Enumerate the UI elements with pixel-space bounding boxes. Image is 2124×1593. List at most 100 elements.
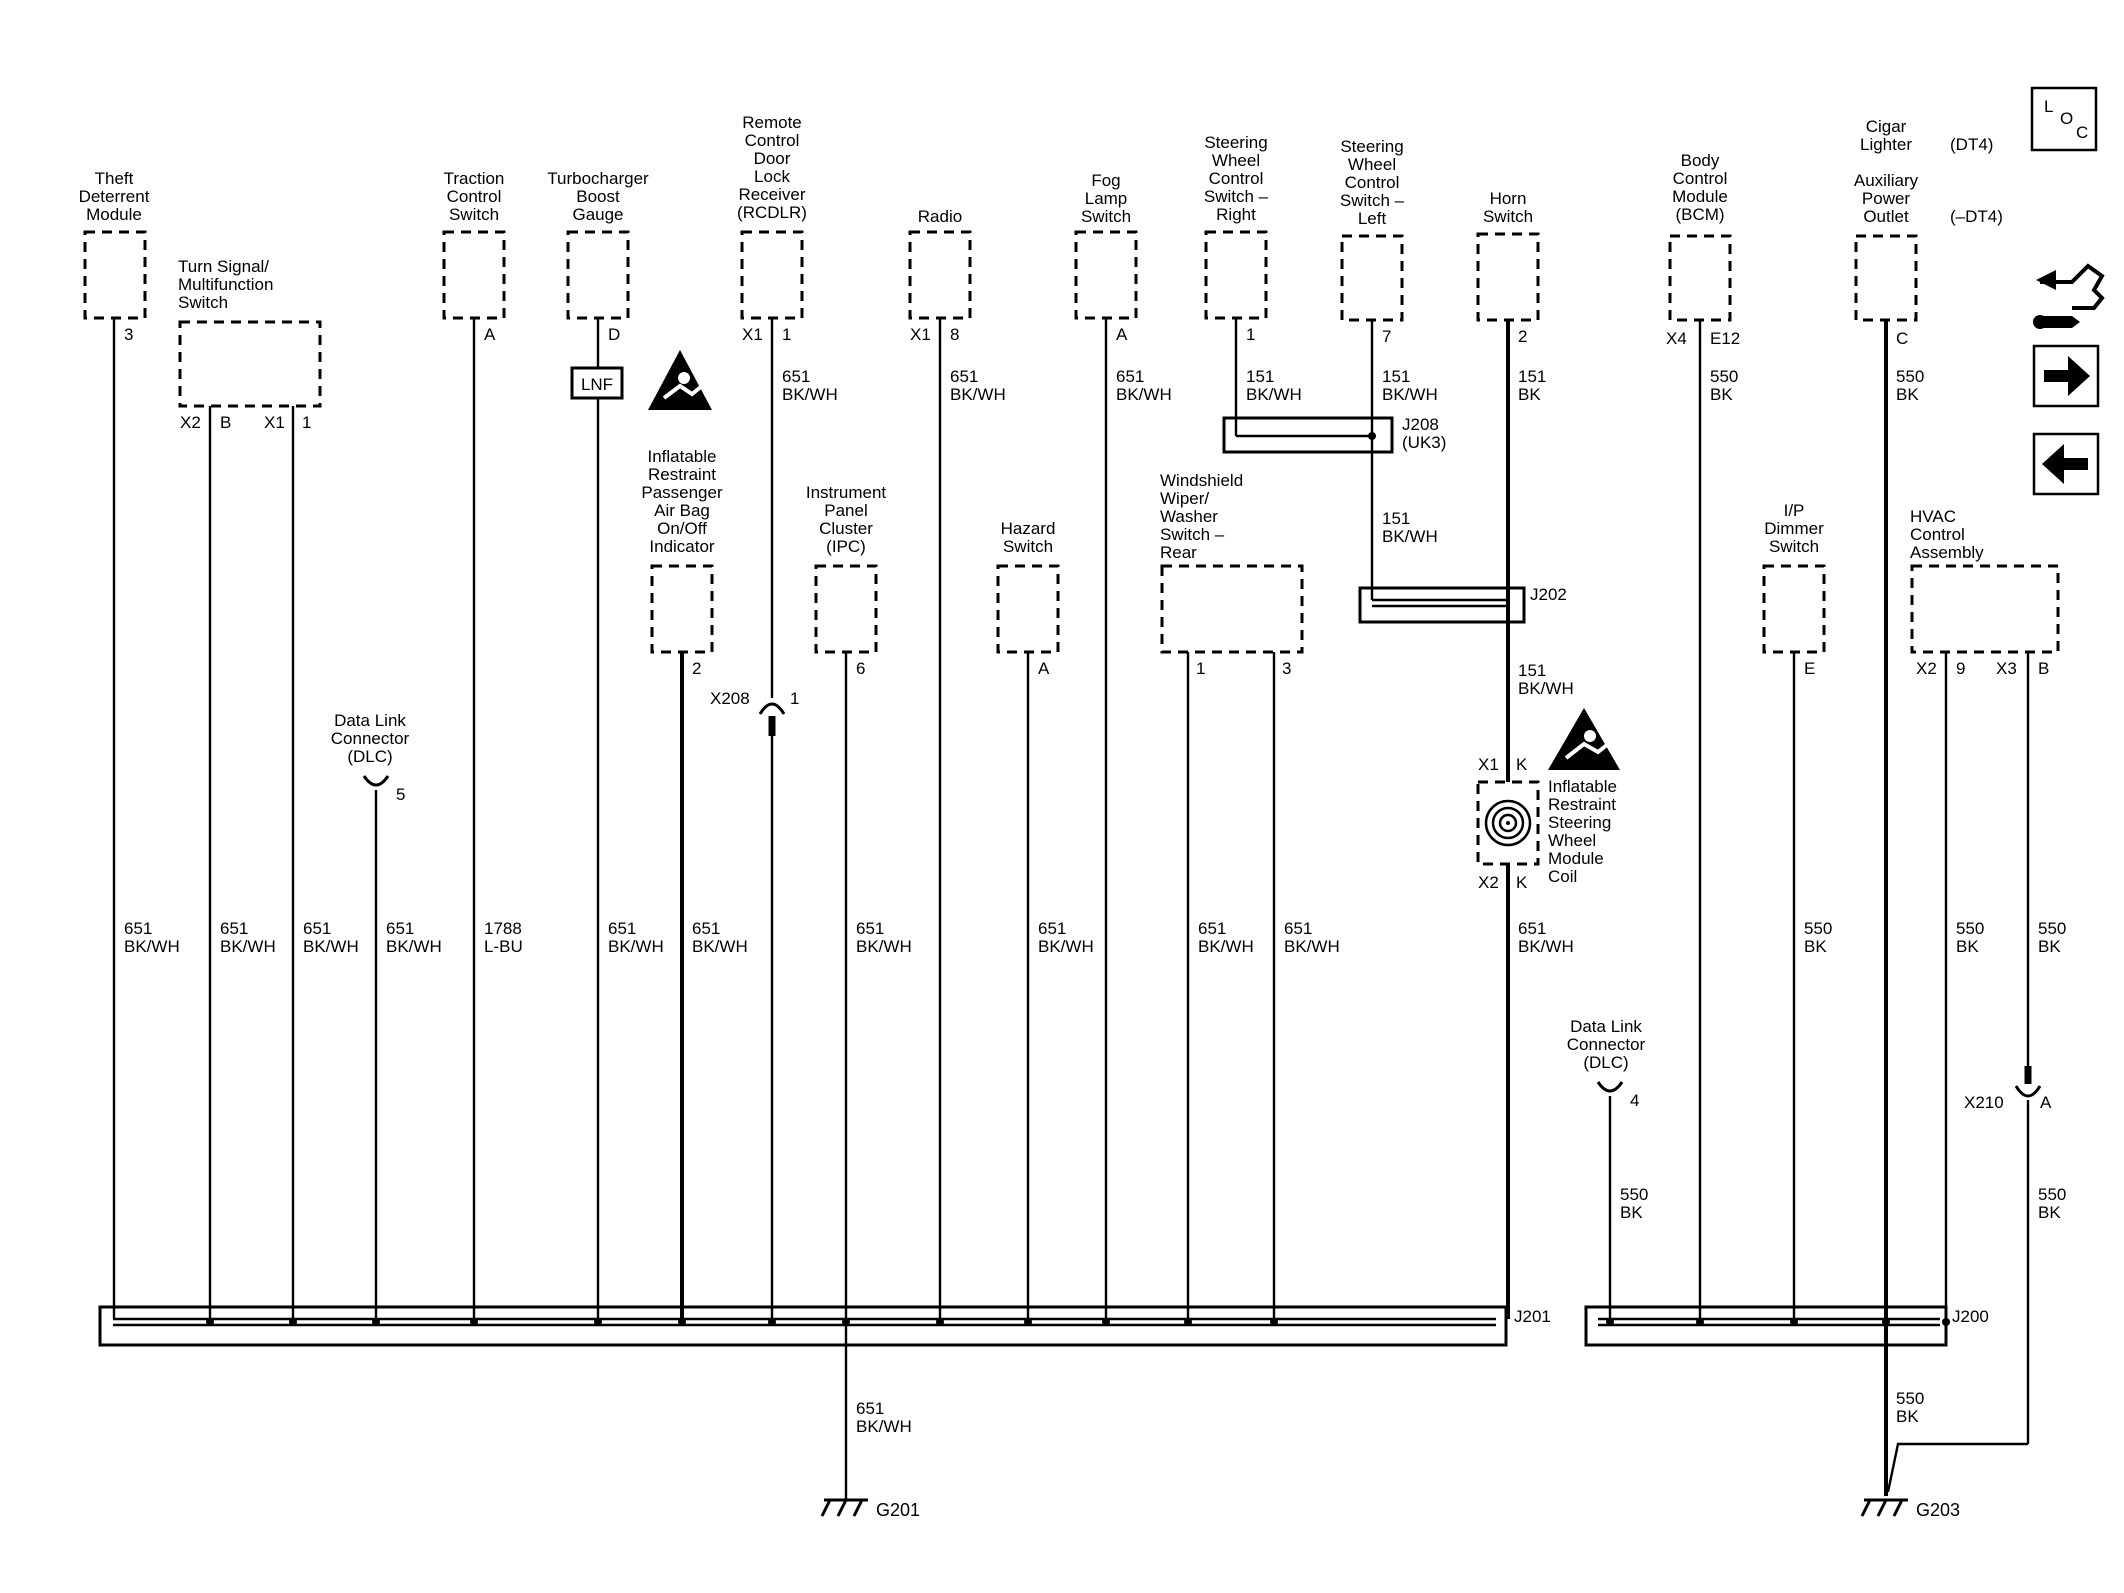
coil-wire-num: 651	[1518, 919, 1546, 938]
turbo-wire-color: BK/WH	[608, 937, 664, 956]
aux-wire-num: 550	[1896, 367, 1924, 386]
bcm-pin-e12: E12	[1710, 329, 1740, 348]
dlc-left-wire-num: 651	[386, 919, 414, 938]
airbag-coil-warning-icon	[1548, 708, 1620, 770]
radio-wire-color: BK/WH	[950, 385, 1006, 404]
dimmer-wire-color: BK	[1804, 937, 1827, 956]
theft-deterrent-pin: 3	[124, 325, 133, 344]
swc-right-label-2: Wheel	[1212, 151, 1260, 170]
horn-lower-wire-color: BK/WH	[1518, 679, 1574, 698]
theft-wire-color: BK/WH	[124, 937, 180, 956]
traction-wire-num: 1788	[484, 919, 522, 938]
turbo-pin: D	[608, 325, 620, 344]
hvac-pin-b: B	[2038, 659, 2049, 678]
airbag-ind-wire-color: BK/WH	[692, 937, 748, 956]
swc-left-label-4: Switch –	[1340, 191, 1405, 210]
splice-j200-label: J200	[1952, 1307, 1989, 1326]
hazard-label-1: Hazard	[1001, 519, 1056, 538]
theft-deterrent-label-2: Deterrent	[79, 187, 150, 206]
radio-wire-num: 651	[950, 367, 978, 386]
fog-lamp-switch: Fog Lamp Switch A 651 BK/WH	[1074, 171, 1172, 1319]
rcdlr-label-2: Control	[745, 131, 800, 150]
g203-wire-num: 550	[1896, 1389, 1924, 1408]
turn-1-wire-color: BK/WH	[303, 937, 359, 956]
swc-right-label-5: Right	[1216, 205, 1256, 224]
steering-wheel-control-left: Steering Wheel Control Switch – Left 7 1…	[1340, 137, 1438, 600]
dlc-left-label-3: (DLC)	[347, 747, 392, 766]
passenger-airbag-indicator: Inflatable Restraint Passenger Air Bag O…	[641, 447, 748, 1319]
aux-pin: C	[1896, 329, 1908, 348]
x210-wire-color: BK	[2038, 1203, 2061, 1222]
hazard-label-2: Switch	[1003, 537, 1053, 556]
airbag-ind-label-1: Inflatable	[648, 447, 717, 466]
turbo-label-1: Turbocharger	[547, 169, 649, 188]
swc-right-pin: 1	[1246, 325, 1255, 344]
splice-j202: J202	[1358, 585, 1567, 624]
ipc-label-1: Instrument	[806, 483, 887, 502]
bcm-label-3: Module	[1672, 187, 1728, 206]
rcdlr-label-6: (RCDLR)	[737, 203, 807, 222]
radio-label: Radio	[918, 207, 962, 226]
airbag-ind-label-2: Restraint	[648, 465, 716, 484]
wiper-label-2: Wiper/	[1160, 489, 1209, 508]
swc-left-label-3: Control	[1345, 173, 1400, 192]
traction-pin: A	[484, 325, 496, 344]
j208-label: J208	[1402, 415, 1439, 434]
arrow-right-button[interactable]	[2032, 344, 2100, 408]
wiper-washer-switch-rear: Windshield Wiper/ Washer Switch – Rear 1…	[1160, 471, 1340, 1319]
swc-left-pin: 7	[1382, 327, 1391, 346]
traction-control-switch: Traction Control Switch A 1788 L-BU	[442, 169, 523, 1319]
hvac-label-2: Control	[1910, 525, 1965, 544]
steering-wheel-module-coil: X1 K X2 K Inflatable Restraint Steering …	[1476, 708, 1620, 1319]
instrument-panel-cluster: Instrument Panel Cluster (IPC) 6 651 BK/…	[806, 483, 912, 1500]
arrow-left-button[interactable]	[2032, 432, 2100, 496]
hvac-b-wire-color: BK	[2038, 937, 2061, 956]
swc-right-label-4: Switch –	[1204, 187, 1269, 206]
aux-wire-color: BK	[1896, 385, 1919, 404]
horn-switch: Horn Switch 2 151 BK 151 BK/WH	[1476, 189, 1574, 782]
aux-label-1: Auxiliary	[1854, 171, 1919, 190]
lnf-option-box	[570, 366, 624, 400]
turn-signal-pin-b: B	[220, 413, 231, 432]
bcm-label-4: (BCM)	[1675, 205, 1724, 224]
dlc-right-label-2: Connector	[1567, 1035, 1646, 1054]
connector-end-view-icon[interactable]	[2033, 263, 2105, 329]
swc-left-label-5: Left	[1358, 209, 1387, 228]
dlc-left-pin: 5	[396, 785, 405, 804]
theft-wire-num: 651	[124, 919, 152, 938]
g201-label: G201	[876, 1500, 920, 1520]
coil-pin-k-bottom: K	[1516, 873, 1528, 892]
coil-label-2: Restraint	[1548, 795, 1616, 814]
dimmer-label-2: Dimmer	[1764, 519, 1824, 538]
coil-pin-k-top: K	[1516, 755, 1528, 774]
turn-signal-switch: Turn Signal/ Multifunction Switch X2 B X…	[178, 257, 359, 1319]
loc-button[interactable]: L O C	[2030, 86, 2098, 152]
swc-right-label-1: Steering	[1204, 133, 1267, 152]
turbo-label-2: Boost	[576, 187, 620, 206]
hazard-switch: Hazard Switch A 651 BK/WH	[996, 519, 1094, 1319]
splice-j208: J208 (UK3)	[1222, 415, 1446, 454]
horn-wire-color: BK	[1518, 385, 1541, 404]
coil-label-4: Wheel	[1548, 831, 1596, 850]
hazard-wire-num: 651	[1038, 919, 1066, 938]
rcdlr-wire-color: BK/WH	[782, 385, 838, 404]
splice-j201-label: J201	[1514, 1307, 1551, 1326]
turn-1-wire-num: 651	[303, 919, 331, 938]
airbag-ind-wire-num: 651	[692, 919, 720, 938]
airbag-ind-label-3: Passenger	[641, 483, 723, 502]
hvac-control-assembly: HVAC Control Assembly X2 9 X3 B 550 BK 5…	[1886, 507, 2066, 1493]
wiper-label-3: Washer	[1160, 507, 1218, 526]
bcm-wire-num: 550	[1710, 367, 1738, 386]
wiper-label-4: Switch –	[1160, 525, 1225, 544]
swc-left-label-1: Steering	[1340, 137, 1403, 156]
radio-pin-x1: X1	[910, 325, 931, 344]
aux-label-3: Outlet	[1863, 207, 1909, 226]
hvac-b-wire-num: 550	[2038, 919, 2066, 938]
ipc-label-2: Panel	[824, 501, 867, 520]
dlc-right-label-3: (DLC)	[1583, 1053, 1628, 1072]
x210-pin: A	[2040, 1093, 2052, 1112]
radio-pin-8: 8	[950, 325, 959, 344]
wiper-3-wire-color: BK/WH	[1284, 937, 1340, 956]
horn-label-2: Switch	[1483, 207, 1533, 226]
